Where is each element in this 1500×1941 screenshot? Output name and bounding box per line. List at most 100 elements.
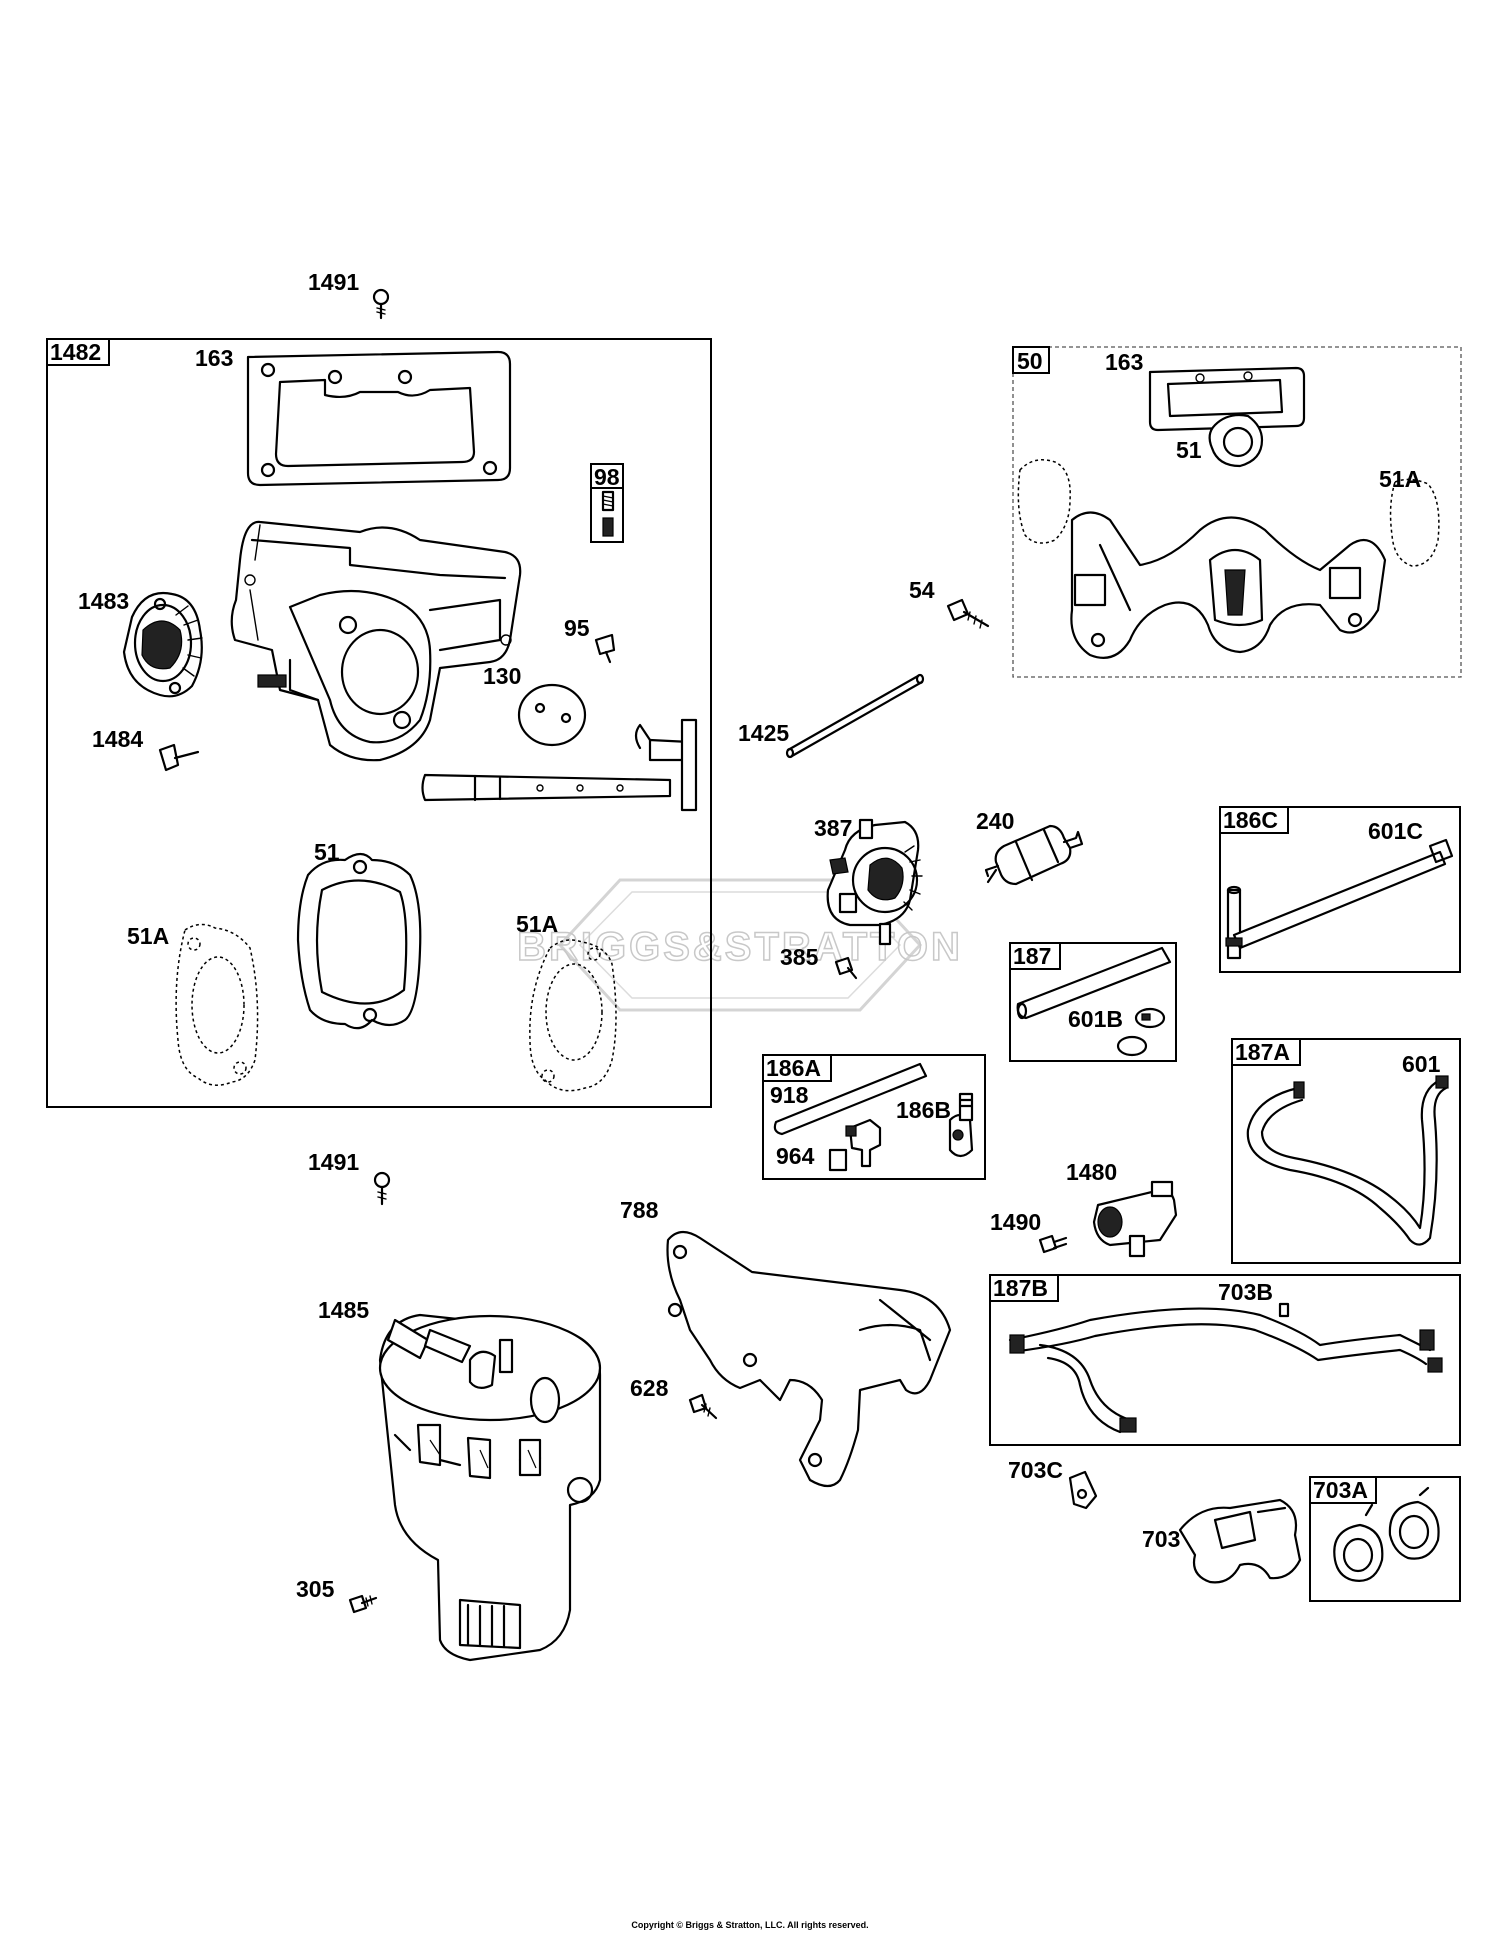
label-240: 240 bbox=[976, 808, 1014, 834]
fitting-186B[interactable] bbox=[948, 1092, 974, 1158]
screw-54[interactable] bbox=[946, 598, 990, 629]
box-50 bbox=[1012, 346, 1462, 678]
label-51A-manifold: 51A bbox=[1379, 466, 1421, 492]
box-98-label: 98 bbox=[594, 464, 620, 490]
box-187A-label: 187A bbox=[1235, 1039, 1290, 1065]
label-964: 964 bbox=[776, 1143, 815, 1169]
intake-manifold-50[interactable] bbox=[1017, 459, 1440, 659]
label-305: 305 bbox=[296, 1576, 335, 1602]
label-186B: 186B bbox=[896, 1097, 951, 1123]
clip-703C[interactable] bbox=[1068, 1470, 1098, 1510]
throttle-shaft[interactable] bbox=[421, 718, 698, 812]
pressure-regulator-1480[interactable] bbox=[1092, 1180, 1178, 1258]
box-50-label: 50 bbox=[1017, 348, 1043, 374]
label-51-small: 51 bbox=[1176, 437, 1202, 463]
label-788: 788 bbox=[620, 1197, 659, 1223]
fuel-hose-187[interactable] bbox=[1016, 946, 1172, 1020]
label-130: 130 bbox=[483, 663, 521, 689]
clip-703[interactable] bbox=[1178, 1498, 1302, 1584]
label-1480: 1480 bbox=[1066, 1159, 1117, 1185]
box-703A-tag bbox=[1309, 1476, 1377, 1504]
label-163-large: 163 bbox=[195, 345, 233, 371]
label-163-small: 163 bbox=[1105, 349, 1143, 375]
fuel-filter-240[interactable] bbox=[984, 824, 1084, 886]
fuel-pump-387[interactable] bbox=[826, 818, 923, 946]
screw-628[interactable] bbox=[688, 1393, 718, 1420]
label-628: 628 bbox=[630, 1375, 669, 1401]
copyright-notice: Copyright © Briggs & Stratton, LLC. All … bbox=[631, 1920, 869, 1930]
box-1482-tag bbox=[46, 338, 110, 366]
label-54: 54 bbox=[909, 577, 935, 603]
fuel-module-1485[interactable] bbox=[378, 1313, 602, 1662]
box-187A-tag bbox=[1231, 1038, 1301, 1066]
box-186A-tag bbox=[762, 1054, 832, 1082]
label-51A-box-right: 51A bbox=[516, 911, 558, 937]
hose-clamp-601B[interactable] bbox=[1116, 1007, 1166, 1057]
box-186A-label: 186A bbox=[766, 1055, 821, 1081]
box-187-label: 187 bbox=[1013, 943, 1051, 969]
gasket-51-box[interactable] bbox=[296, 852, 422, 1030]
gasket-163-small[interactable] bbox=[1148, 366, 1306, 432]
fuel-hose-918[interactable] bbox=[773, 1062, 928, 1136]
clamps-703A[interactable] bbox=[1333, 1486, 1440, 1582]
label-703C: 703C bbox=[1008, 1457, 1063, 1483]
box-186A bbox=[762, 1054, 986, 1180]
box-98-tag bbox=[590, 463, 624, 489]
fuel-line-703B[interactable] bbox=[1008, 1302, 1443, 1434]
screw-1491-lower[interactable] bbox=[373, 1171, 391, 1206]
box-187-tag bbox=[1009, 942, 1061, 970]
box-703A-label: 703A bbox=[1313, 1477, 1368, 1503]
box-1482 bbox=[46, 338, 712, 1108]
label-387: 387 bbox=[814, 815, 852, 841]
box-50-tag bbox=[1012, 346, 1050, 374]
box-187B-tag bbox=[989, 1274, 1059, 1302]
fuel-hose-601[interactable] bbox=[1246, 1075, 1449, 1246]
label-1425: 1425 bbox=[738, 720, 789, 746]
screw-1491-top[interactable] bbox=[372, 288, 390, 320]
gasket-51A-right[interactable] bbox=[529, 939, 617, 1092]
box-186C-tag bbox=[1219, 806, 1289, 834]
gasket-163-large[interactable] bbox=[246, 350, 512, 487]
choke-cap-1483[interactable] bbox=[122, 591, 203, 698]
label-1491-top: 1491 bbox=[308, 269, 359, 295]
fuel-line-601C[interactable] bbox=[1225, 838, 1454, 960]
label-1491-lower: 1491 bbox=[308, 1149, 359, 1175]
screw-1484[interactable] bbox=[158, 743, 200, 772]
label-918: 918 bbox=[770, 1082, 809, 1108]
box-187A bbox=[1231, 1038, 1461, 1264]
screw-305[interactable] bbox=[348, 1594, 378, 1614]
screw-95[interactable] bbox=[594, 633, 616, 664]
label-51-box: 51 bbox=[314, 839, 340, 865]
bracket-788[interactable] bbox=[666, 1230, 952, 1488]
label-385: 385 bbox=[780, 944, 819, 970]
label-95: 95 bbox=[564, 615, 590, 641]
connector-964[interactable] bbox=[828, 1118, 882, 1172]
label-1484: 1484 bbox=[92, 726, 143, 752]
label-51A-box-left: 51A bbox=[127, 923, 169, 949]
box-187B-label: 187B bbox=[993, 1275, 1048, 1301]
screw-1490[interactable] bbox=[1038, 1234, 1068, 1254]
label-601B: 601B bbox=[1068, 1006, 1123, 1032]
label-703B: 703B bbox=[1218, 1279, 1273, 1305]
fuel-line-1425[interactable] bbox=[785, 673, 925, 759]
label-1490: 1490 bbox=[990, 1209, 1041, 1235]
screw-385[interactable] bbox=[834, 956, 858, 980]
gasket-51A-left[interactable] bbox=[175, 923, 259, 1086]
label-703: 703 bbox=[1142, 1526, 1180, 1552]
box-187 bbox=[1009, 942, 1177, 1062]
gasket-51-small[interactable] bbox=[1208, 413, 1264, 468]
spring-98[interactable] bbox=[601, 490, 615, 537]
label-601C: 601C bbox=[1368, 818, 1423, 844]
box-186C bbox=[1219, 806, 1461, 973]
watermark-text: BRIGGS&STRATTON bbox=[517, 925, 963, 969]
throttle-body[interactable] bbox=[230, 520, 522, 762]
box-703A bbox=[1309, 1476, 1461, 1602]
label-601: 601 bbox=[1402, 1051, 1441, 1077]
box-186C-label: 186C bbox=[1223, 807, 1278, 833]
label-1483: 1483 bbox=[78, 588, 129, 614]
label-1485: 1485 bbox=[318, 1297, 369, 1323]
throttle-plate-130[interactable] bbox=[517, 683, 587, 747]
box-1482-label: 1482 bbox=[50, 339, 101, 365]
box-187B bbox=[989, 1274, 1461, 1446]
